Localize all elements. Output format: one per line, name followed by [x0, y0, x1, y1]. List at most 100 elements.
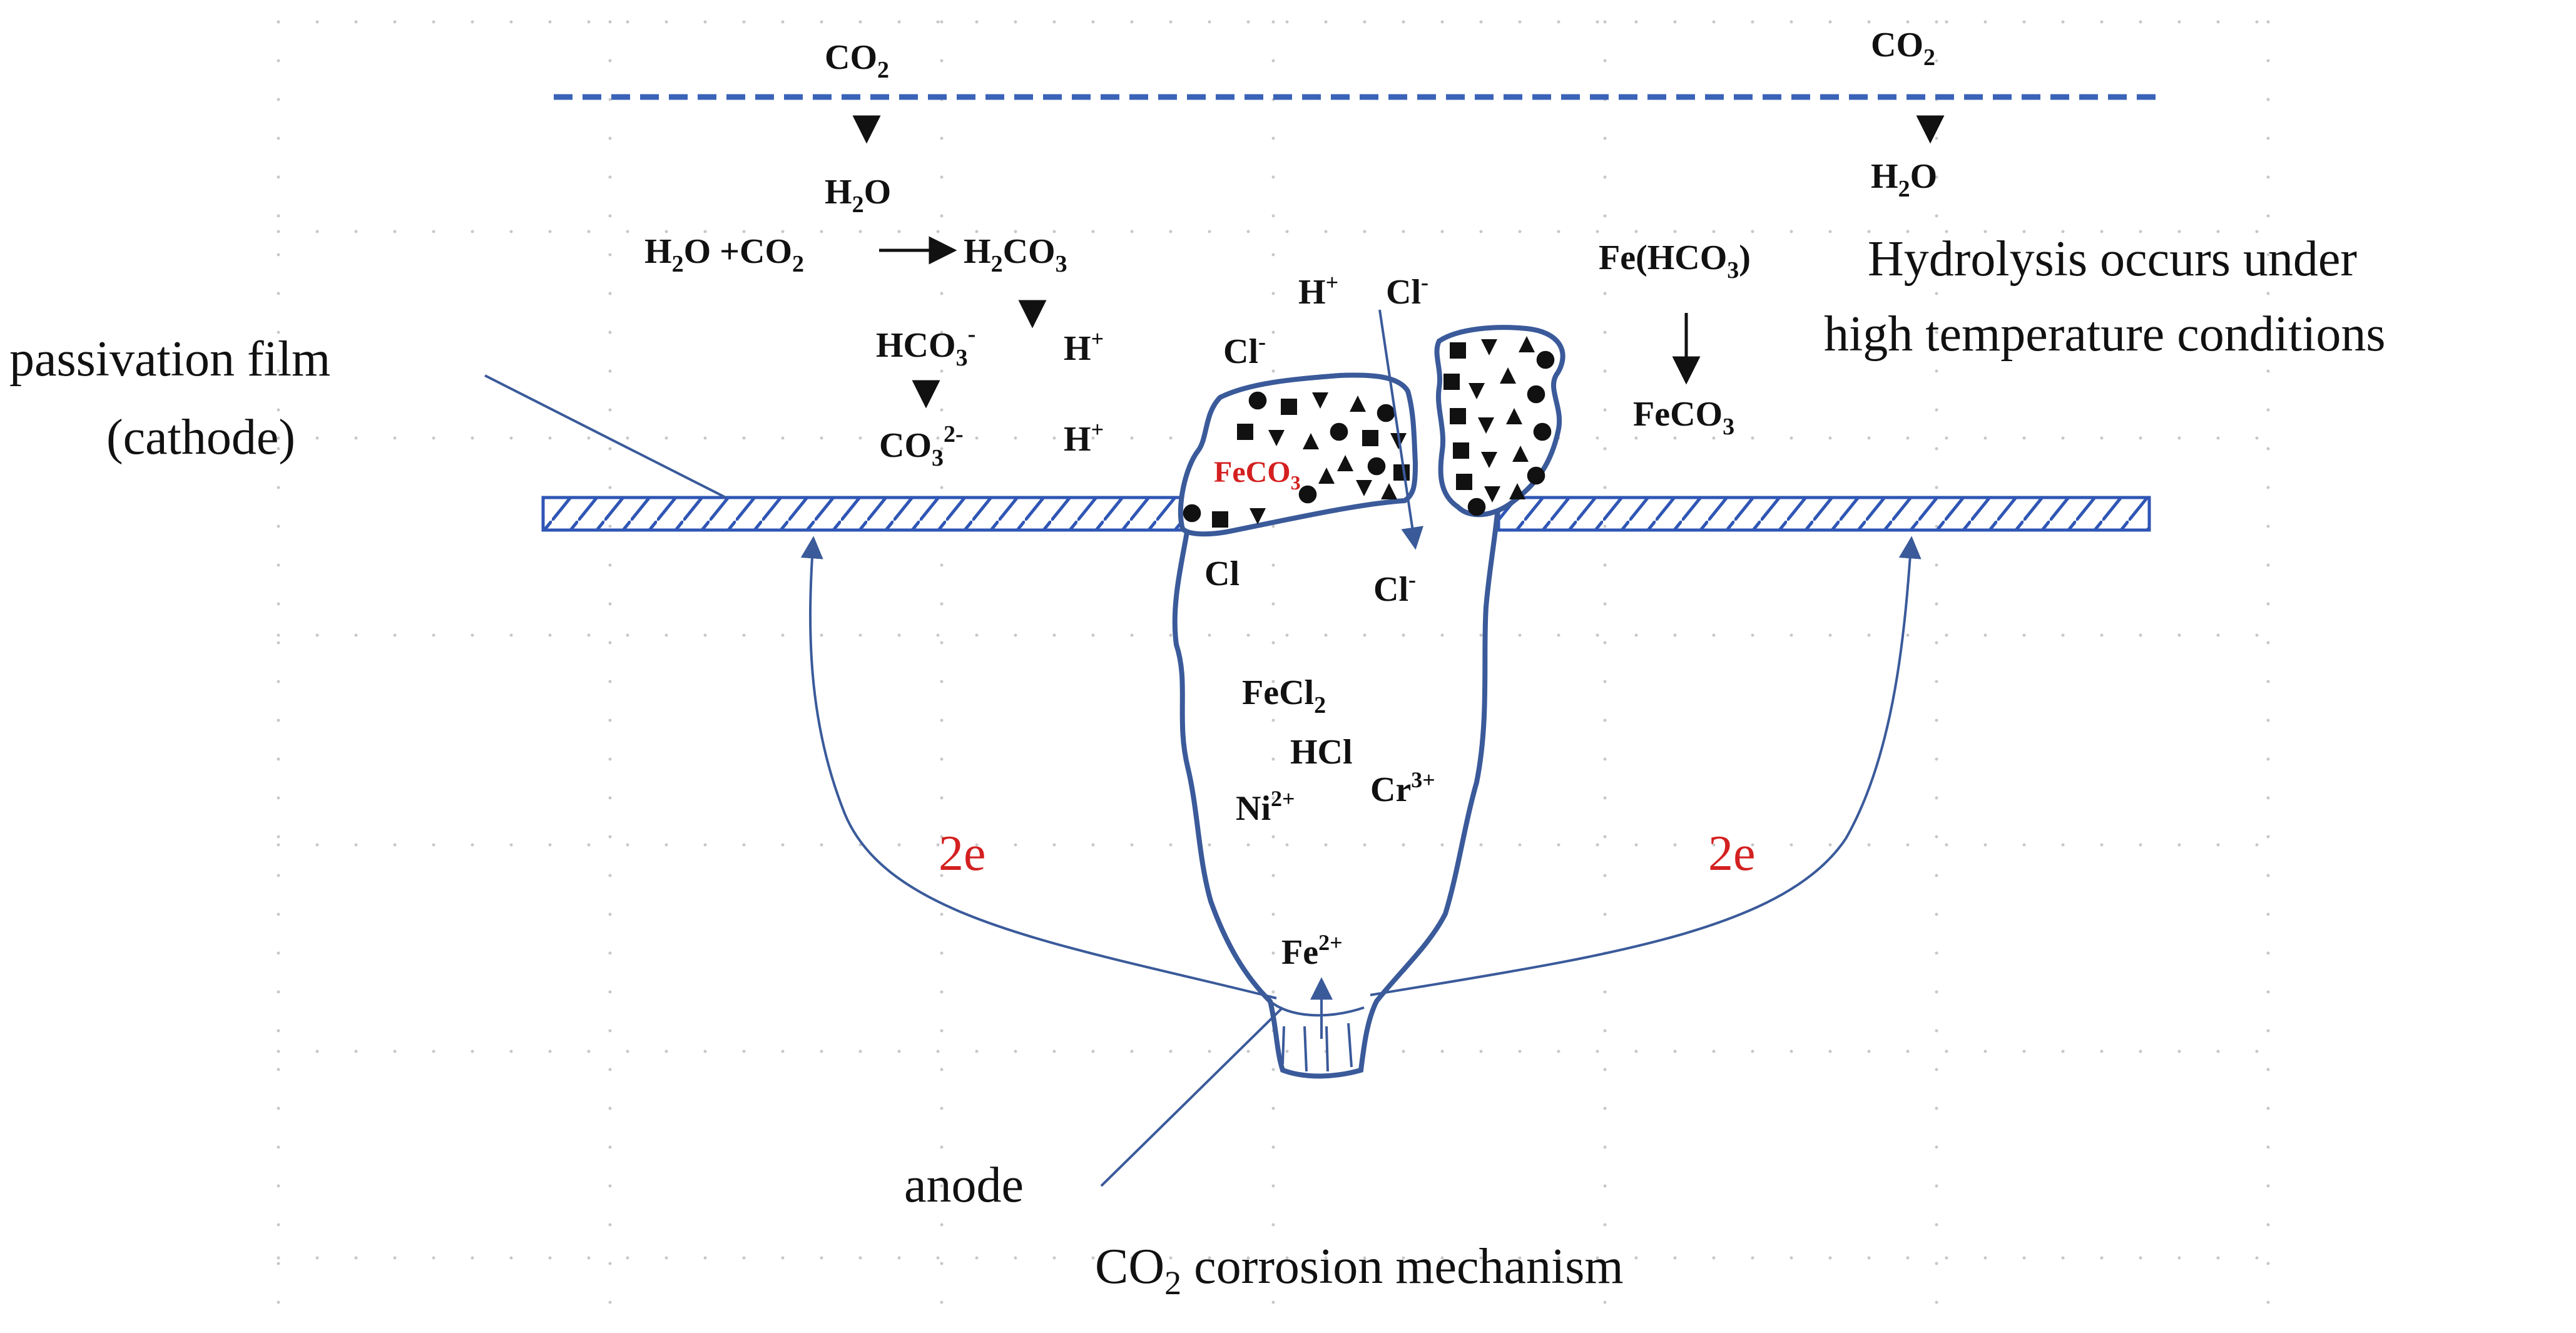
grid-dot	[277, 1050, 280, 1053]
grid-dot	[664, 436, 668, 440]
grid-dot	[940, 20, 944, 24]
grid-dot	[1596, 20, 1599, 24]
corrosion-product-particle	[1237, 424, 1253, 440]
grid-dot	[1052, 20, 1056, 24]
grid-dot	[858, 1256, 862, 1260]
grid-dot	[1712, 1050, 1716, 1053]
chloride-label-top: Cl-	[1386, 270, 1428, 312]
corrosion-product-particle	[1248, 391, 1267, 410]
grid-dot	[1935, 214, 1938, 218]
grid-dot	[1169, 230, 1173, 233]
grid-dot	[940, 1068, 944, 1071]
grid-dot	[940, 680, 944, 683]
grid-dot	[781, 1050, 785, 1053]
grid-dot	[664, 1256, 668, 1260]
grid-dot	[897, 230, 901, 233]
grid-dot	[940, 253, 944, 257]
corrosion-product-particle	[1312, 392, 1328, 409]
grid-dot	[1712, 1256, 1716, 1260]
grid-dot	[820, 633, 823, 637]
grid-dot	[608, 757, 612, 761]
grid-dot	[1983, 230, 1987, 233]
grid-dot	[1246, 230, 1250, 233]
grid-dot	[1271, 1223, 1275, 1227]
grid-dot	[2266, 98, 2270, 101]
grid-dot	[277, 408, 280, 412]
grid-dot	[2266, 524, 2270, 528]
grid-dot	[2177, 20, 2181, 24]
grid-dot	[277, 1256, 280, 1260]
grid-dot	[2022, 1256, 2026, 1260]
grid-dot	[2266, 175, 2270, 179]
grid-dot	[1052, 633, 1056, 637]
grid-dot	[2139, 436, 2142, 440]
grid-dot	[936, 843, 940, 847]
grid-dot	[1271, 1068, 1275, 1071]
grid-dot	[1091, 436, 1095, 440]
corrosion-product-particle	[1268, 430, 1285, 446]
grid-dot	[2100, 230, 2104, 233]
grid-dot	[626, 1256, 629, 1260]
grid-dot	[2061, 20, 2065, 24]
grid-dot	[608, 98, 612, 101]
grid-dot	[1906, 436, 1910, 440]
grid-dot	[742, 230, 746, 233]
grid-dot	[1052, 1256, 1056, 1260]
grid-dot	[1052, 230, 1056, 233]
grid-dot	[1603, 447, 1607, 451]
grid-dot	[820, 20, 823, 24]
grid-dot	[1935, 1184, 1938, 1188]
grid-dot	[587, 1256, 591, 1260]
grid-dot	[2139, 230, 2142, 233]
grid-dot	[1603, 330, 1607, 334]
grid-dot	[703, 1256, 707, 1260]
corrosion-product-particle	[1381, 483, 1397, 499]
grid-dot	[277, 1184, 280, 1188]
grid-dot	[2266, 292, 2270, 295]
grid-dot	[277, 912, 280, 916]
grid-dot	[1828, 843, 1832, 847]
grid-dot	[277, 1145, 280, 1149]
grid-dot	[1271, 1262, 1275, 1265]
grid-dot	[608, 912, 612, 916]
grid-dot	[393, 1050, 397, 1053]
grid-dot	[548, 436, 552, 440]
grid-dot	[703, 1050, 707, 1053]
grid-dot	[1271, 20, 1275, 24]
grid-dot	[277, 447, 280, 451]
grid-dot	[975, 20, 979, 24]
grid-dot	[277, 369, 280, 373]
grid-dot	[626, 1050, 629, 1053]
grid-dot	[940, 874, 944, 877]
grid-dot	[548, 843, 552, 847]
grid-dot	[940, 602, 944, 606]
grid-dot	[626, 20, 629, 24]
grid-dot	[1271, 680, 1275, 683]
grid-dot	[1673, 1050, 1677, 1053]
grid-dot	[2255, 633, 2259, 637]
grid-dot	[432, 230, 435, 233]
grid-dot	[1945, 1256, 1948, 1260]
grid-dot	[1169, 20, 1173, 24]
grid-dot	[703, 230, 707, 233]
grid-dot	[781, 20, 785, 24]
grid-dot	[940, 1184, 944, 1188]
grid-dot	[1935, 369, 1938, 373]
grid-dot	[1285, 20, 1289, 24]
grid-dot	[897, 843, 901, 847]
grid-dot	[781, 633, 785, 637]
grid-dot	[1673, 633, 1677, 637]
grid-dot	[277, 524, 280, 528]
grid-dot	[1596, 436, 1599, 440]
grid-dot	[1271, 563, 1275, 567]
grid-dot	[1603, 214, 1607, 218]
grid-dot	[2216, 843, 2220, 847]
grid-dot	[2266, 59, 2270, 63]
grid-dot	[354, 230, 358, 233]
grid-dot	[1091, 20, 1095, 24]
grid-dot	[315, 436, 319, 440]
grid-dot	[1246, 1256, 1250, 1260]
grid-dot	[2266, 447, 2270, 451]
grid-dot	[1906, 633, 1910, 637]
